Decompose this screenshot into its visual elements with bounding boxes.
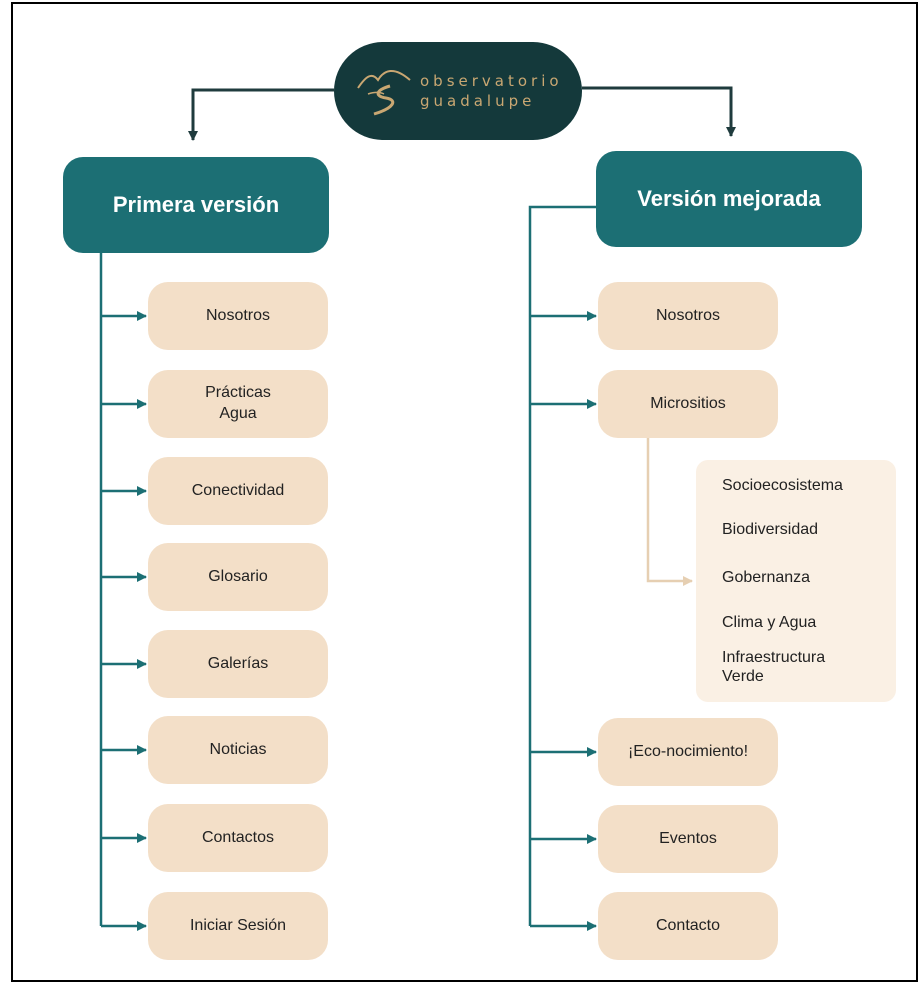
left-item-glosario: Glosario <box>148 543 328 611</box>
version-primera: Primera versión <box>63 157 329 253</box>
sub-item-biodiversidad: Biodiversidad <box>722 521 819 538</box>
left-item-conectividad: Conectividad <box>148 457 328 525</box>
mountain-river-icon <box>357 70 411 116</box>
micrositios-sub-connector <box>646 438 693 586</box>
version-mejorada: Versión mejorada <box>596 151 862 247</box>
logo-observatorio-guadalupe: observatorio guadalupe <box>334 42 582 140</box>
left-item-nosotros: Nosotros <box>148 282 328 350</box>
logo-line-2: guadalupe <box>420 92 536 110</box>
left-item-practicas-agua: Prácticas Agua <box>148 370 328 438</box>
sub-item-socioecosistema: Socioecosistema <box>722 477 843 494</box>
right-item-nosotros: Nosotros <box>598 282 778 350</box>
connector-logo-right <box>582 86 736 137</box>
logo-line-1: observatorio <box>420 72 563 90</box>
right-item-eco-nocimiento: ¡Eco-nocimiento! <box>598 718 778 786</box>
right-item-micrositios: Micrositios <box>598 370 778 438</box>
left-item-galerias: Galerías <box>148 630 328 698</box>
left-branches <box>101 311 147 931</box>
sub-item-infraestructura-verde: Infraestructura Verde <box>722 649 826 686</box>
right-trunk <box>528 205 596 926</box>
micrositios-sublist: Socioecosistema Biodiversidad Gobernanza… <box>696 460 896 702</box>
left-item-noticias: Noticias <box>148 716 328 784</box>
right-branches <box>530 311 597 931</box>
sub-item-clima-agua: Clima y Agua <box>722 614 817 631</box>
sub-item-gobernanza: Gobernanza <box>722 569 811 586</box>
left-item-contactos: Contactos <box>148 804 328 872</box>
right-item-contacto: Contacto <box>598 892 778 960</box>
connector-logo-left <box>188 88 334 141</box>
left-item-iniciar-sesion: Iniciar Sesión <box>148 892 328 960</box>
right-item-eventos: Eventos <box>598 805 778 873</box>
